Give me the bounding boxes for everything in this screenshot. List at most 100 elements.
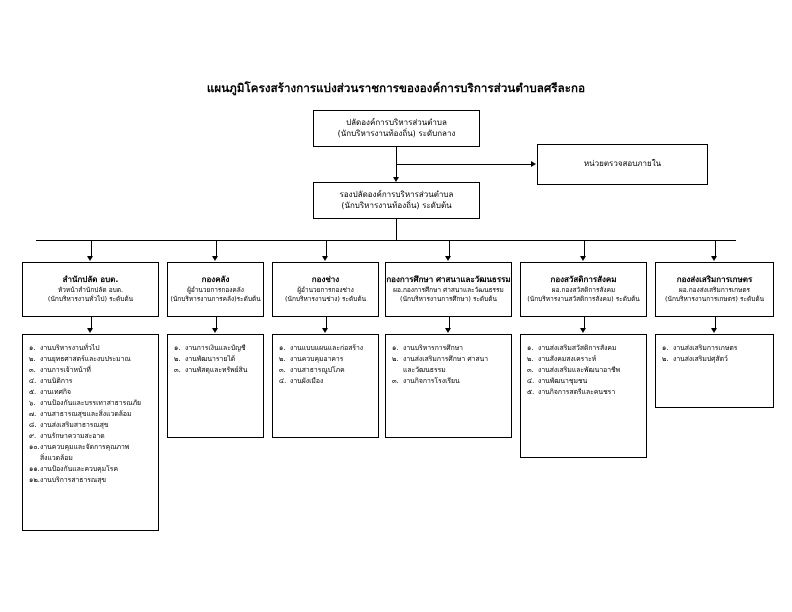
task-number: ๔.	[29, 377, 37, 385]
task-number: ๑.	[29, 344, 36, 352]
node-deputy-line2: (นักบริหารงานท้องถิ่น) ระดับต้น	[341, 200, 452, 210]
department-rank-2: (นักบริหารงานการคลัง)ระดับต้น	[170, 295, 261, 304]
task-number: ๒.	[29, 355, 36, 363]
page-title: แผนภูมิโครงสร้างการแบ่งส่วนราชการขององค์…	[206, 81, 586, 95]
task-label: งานส่งเสริมปศุสัตว์	[673, 355, 728, 363]
task-label: งานป้องกันและบรรเทาสาธารณภัย	[40, 399, 142, 407]
task-number: ๔.	[279, 377, 287, 385]
task-list-box-6: ๑.งานส่งเสริมการเกษตร๒. งานส่งเสริมปศุสัต…	[655, 334, 774, 408]
connector-department-to-tasks-2	[216, 317, 217, 329]
task-label: งานกิจการโรงเรียน	[403, 377, 460, 385]
arrowhead-tasks-3	[322, 328, 328, 333]
node-internal-audit-unit: หน่วยตรวจสอบภายใน	[537, 144, 708, 185]
task-list-1: ๑.งานบริหารงานทั่วไป๒.งานยุทธศาสตร์และงบ…	[29, 343, 154, 486]
task-number: ๘.	[29, 421, 37, 429]
task-list-box-1: ๑.งานบริหารงานทั่วไป๒.งานยุทธศาสตร์และงบ…	[22, 334, 159, 531]
task-number: ๓.	[174, 366, 181, 374]
node-chief-administrator: ปลัดองค์การบริหารส่วนตำบล (นักบริหารงานท…	[313, 110, 480, 147]
task-label: งานพัสดุและทรัพย์สิน	[185, 366, 248, 374]
task-item: ๒.งานยุทธศาสตร์และงบประมาณ	[29, 354, 154, 365]
task-number: ๒.	[527, 355, 534, 363]
task-item: ๖.งานป้องกันและบรรเทาสาธารณภัย	[29, 398, 154, 409]
arrowhead-department-2	[212, 256, 218, 261]
connector-department-to-tasks-4	[449, 317, 450, 329]
task-item: ๔.งานพัฒนาชุมชน	[527, 376, 642, 387]
task-list-3: ๑.งานแบบแผนและก่อสร้าง๒.งานควบคุมอาคาร๓.…	[279, 343, 374, 387]
connector-bus-to-department-3	[326, 240, 327, 257]
task-label: งานส่งเสริมสวัสดิการสังคม	[538, 344, 617, 352]
task-label: งานบริหารการศึกษา	[403, 344, 464, 352]
task-number: ๒.	[662, 355, 669, 363]
task-number: ๙.	[29, 432, 37, 440]
arrowhead-internal-audit	[531, 161, 536, 167]
task-list-2: ๑.งานการเงินและบัญชี๒.งานพัฒนารายได้๓.งา…	[174, 343, 259, 376]
node-deputy-line1: รองปลัดองค์การบริหารส่วนตำบล	[339, 189, 454, 199]
department-role-1: หัวหน้าสำนักปลัด อบต.	[57, 285, 124, 294]
task-item: ๑๒.งานบริการสาธารณสุข	[29, 475, 154, 486]
task-item: ๓. งานพัสดุและทรัพย์สิน	[174, 365, 259, 376]
department-name-6: กองส่งเสริมการเกษตร	[676, 275, 753, 285]
task-number: ๑.	[174, 344, 181, 352]
department-box-1: สำนักปลัด อบต.หัวหน้าสำนักปลัด อบต.(นักบ…	[22, 262, 159, 317]
task-label: งานสังคมสงเคราะห์	[538, 355, 597, 363]
task-label: งานการเงินและบัญชี	[185, 344, 246, 352]
task-label: งานรักษาความสะอาด	[40, 432, 105, 440]
task-item: ๒. งานสังคมสงเคราะห์	[527, 354, 642, 365]
department-rank-1: (นักบริหารงานทั่วไป) ระดับต้น	[47, 295, 134, 304]
task-number: ๒.	[279, 355, 286, 363]
task-number: ๕.	[29, 388, 37, 396]
task-item: และวัฒนธรรม	[392, 365, 507, 376]
task-number: ๓.	[279, 366, 286, 374]
department-name-4: กองการศึกษา ศาสนาและวัฒนธรรม	[386, 275, 511, 285]
task-item: ๑.งานแบบแผนและก่อสร้าง	[279, 343, 374, 354]
task-item: ๑๑.งานป้องกันและควบคุมโรค	[29, 464, 154, 475]
department-name-5: กองสวัสดิการสังคม	[550, 275, 617, 285]
task-label: งานส่งเสริมการศึกษา ศาสนา	[403, 355, 489, 363]
task-item: ๓.งานกิจการโรงเรียน	[392, 376, 507, 387]
task-item: ๗.งานสาธารณสุขและสิ่งแวดล้อม	[29, 409, 154, 420]
department-role-4: ผอ.กองการศึกษา ศาสนาและวัฒนธรรม	[393, 285, 504, 294]
connector-department-to-tasks-1	[91, 317, 92, 329]
connector-bus-to-department-6	[715, 240, 716, 257]
department-rank-3: (นักบริหารงานช่าง) ระดับต้น	[284, 295, 367, 304]
task-item: ๕.งานกิจการสตรีและคนชรา	[527, 387, 642, 398]
task-label: งานป้องกันและควบคุมโรค	[40, 465, 119, 473]
task-item: ๘.งานส่งเสริมสาธารณสุข	[29, 420, 154, 431]
connector-to-internal-audit	[396, 164, 533, 165]
task-number: ๓.	[527, 366, 534, 374]
connector-department-to-tasks-5	[584, 317, 585, 329]
department-name-2: กองคลัง	[201, 275, 230, 285]
task-number: ๑.	[392, 344, 399, 352]
task-label: งานควบคุมและจัดการคุณภาพ	[40, 443, 130, 451]
task-item: ๔.งานผังเมือง	[279, 376, 374, 387]
connector-bus-to-department-1	[91, 240, 92, 257]
task-number: ๑๐.	[29, 443, 40, 451]
task-item: ๑. งานการเงินและบัญชี	[174, 343, 259, 354]
task-number: ๑.	[662, 344, 669, 352]
task-list-5: ๑. งานส่งเสริมสวัสดิการสังคม๒. งานสังคมสงเ…	[527, 343, 642, 398]
task-label: งานผังเมือง	[290, 377, 324, 385]
task-item: ๕.งานเทศกิจ	[29, 387, 154, 398]
department-box-4: กองการศึกษา ศาสนาและวัฒนธรรมผอ.กองการศึก…	[385, 262, 512, 317]
department-rank-4: (นักบริหารงานการศึกษา) ระดับต้น	[400, 295, 497, 304]
task-item: สิ่งแวดล้อม	[29, 453, 154, 464]
task-item: ๑๐.งานควบคุมและจัดการคุณภาพ	[29, 442, 154, 453]
task-label: งานสาธารณสุขและสิ่งแวดล้อม	[40, 410, 132, 418]
task-item: ๑.งานส่งเสริมการเกษตร	[662, 343, 769, 354]
distribution-bus	[36, 240, 736, 241]
connector-deputy-to-bus	[396, 219, 397, 240]
task-number: ๒.	[392, 355, 399, 363]
task-list-4: ๑. งานบริหารการศึกษา๒. งานส่งเสริมการศึกษา…	[392, 343, 507, 387]
task-number: ๑.	[527, 344, 534, 352]
arrowhead-tasks-1	[87, 328, 93, 333]
department-rank-6: (นักบริหารงานการเกษตร) ระดับต้น	[664, 295, 765, 304]
task-label: สิ่งแวดล้อม	[40, 454, 73, 462]
task-number: ๕.	[527, 388, 535, 396]
arrowhead-department-5	[580, 256, 586, 261]
department-name-3: กองช่าง	[311, 275, 340, 285]
department-box-2: กองคลังผู้อำนวยการกองคลัง(นักบริหารงานกา…	[167, 262, 264, 317]
department-box-6: กองส่งเสริมการเกษตรผอ.กองส่งเสริมการเกษต…	[655, 262, 774, 317]
task-item: ๒. งานส่งเสริมการศึกษา ศาสนา	[392, 354, 507, 365]
task-list-6: ๑.งานส่งเสริมการเกษตร๒. งานส่งเสริมปศุสัต…	[662, 343, 769, 365]
